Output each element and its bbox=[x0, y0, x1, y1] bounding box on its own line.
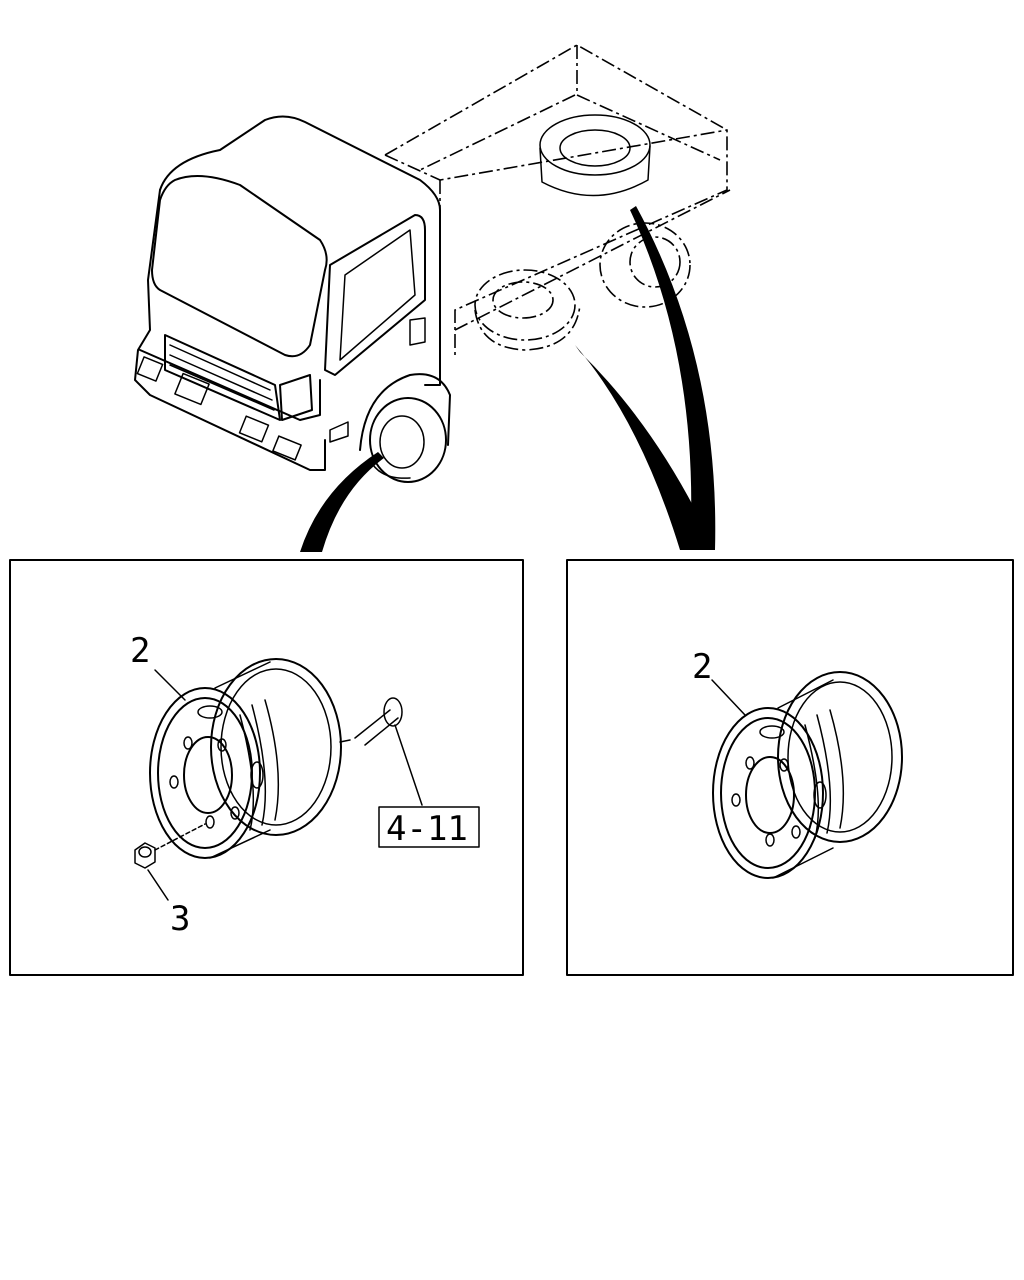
leader-line-wheel-left bbox=[154, 669, 186, 701]
callout-wheel-left: 2 bbox=[130, 631, 150, 671]
cargo-bed bbox=[384, 44, 731, 355]
left-detail-panel: 2 3 4-11 bbox=[9, 559, 524, 976]
pointer-arrow-rear-2 bbox=[630, 206, 716, 550]
truck-illustration bbox=[134, 44, 731, 552]
ref-box[interactable] bbox=[378, 806, 480, 848]
spare-tire bbox=[539, 114, 651, 197]
right-detail-panel: 2 bbox=[566, 559, 1014, 976]
pointer-arrow-front bbox=[300, 452, 384, 552]
leader-line-nut bbox=[147, 869, 169, 901]
hub-bolt bbox=[339, 697, 403, 746]
ref-label[interactable]: 4-11 bbox=[386, 809, 468, 849]
leader-line-ref bbox=[394, 724, 423, 806]
callout-wheel-right: 2 bbox=[692, 647, 712, 687]
rear-wheels bbox=[474, 222, 691, 351]
leader-line-wheel-right bbox=[711, 679, 746, 716]
left-panel-frame bbox=[9, 559, 524, 976]
pointer-arrow-rear-1 bbox=[575, 345, 715, 550]
callout-nut: 3 bbox=[170, 899, 190, 939]
wheel-rim-right bbox=[712, 671, 903, 879]
right-panel-frame bbox=[566, 559, 1014, 976]
wheel-nut bbox=[134, 823, 206, 869]
wheel-rim-left bbox=[149, 658, 342, 859]
truck-cab bbox=[134, 115, 441, 471]
